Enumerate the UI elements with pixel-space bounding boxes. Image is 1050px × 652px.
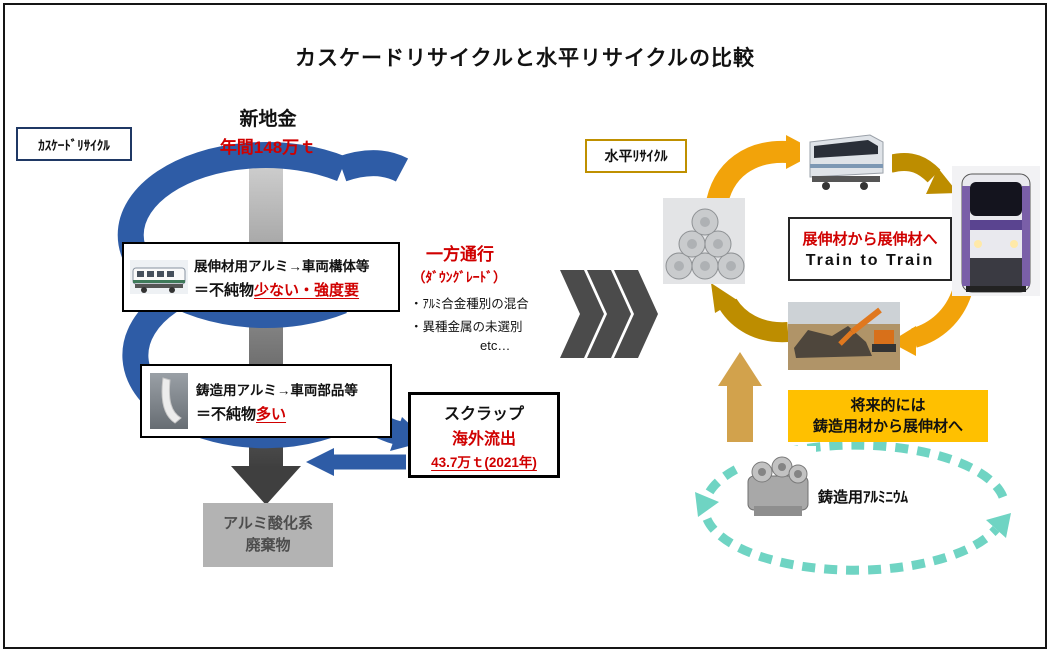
- aluminium-billets-image: [663, 198, 745, 289]
- new-ingot-amount: 年間148万ｔ: [219, 138, 317, 157]
- future-plan-line2: 鋳造用材から展伸材へ: [812, 418, 963, 435]
- new-ingot-block: 新地金 年間148万ｔ: [175, 104, 361, 158]
- train-to-train-box: 展伸材から展伸材へ Train to Train: [788, 217, 952, 281]
- scrap-amount: 43.7万ｔ(2021年): [431, 454, 537, 470]
- horizontal-recycle-label: 水平ﾘｻｲｸﾙ: [585, 139, 687, 173]
- train-to-train-line1: 展伸材から展伸材へ: [802, 231, 938, 248]
- one-way-etc: etc…: [480, 338, 511, 353]
- future-up-arrow: [718, 352, 762, 442]
- extrusion-part-icon: [150, 373, 188, 429]
- scrap-yard-image: [788, 302, 900, 375]
- train-to-train-line2: Train to Train: [805, 252, 935, 269]
- cast-box-line2-black: ＝不純物: [196, 405, 257, 423]
- one-way-bullet-1: ・ｱﾙﾐ合金種別の混合: [410, 297, 529, 311]
- cycle-arrow-scrap-to-billet: [711, 283, 789, 343]
- cascade-recycle-label-text: ｶｽｹｰﾄﾞﾘｻｲｸﾙ: [38, 137, 110, 153]
- scrap-export-box: スクラップ 海外流出 43.7万ｔ(2021年): [408, 392, 560, 478]
- cascade-recycle-label: ｶｽｹｰﾄﾞﾘｻｲｸﾙ: [16, 127, 132, 161]
- page-title: カスケードリサイクルと水平リサイクルの比較: [295, 47, 755, 70]
- horizontal-recycle-label-text: 水平ﾘｻｲｸﾙ: [604, 148, 668, 164]
- future-plan-box: 将来的には 鋳造用材から展伸材へ: [788, 390, 988, 442]
- one-way-note: 一方通行 （ﾀﾞｳﾝｸﾞﾚｰﾄﾞ） ・ｱﾙﾐ合金種別の混合 ・異種金属の未選別 …: [410, 240, 595, 353]
- wrought-aluminium-box: 展伸材用アルミ→車両構体等 ＝不純物少ない・強度要: [122, 242, 400, 312]
- cycle-arrow-train-to-train: [887, 152, 958, 194]
- wrought-box-line2-black: ＝不純物: [194, 281, 255, 299]
- train-top-image: [800, 120, 892, 199]
- cast-box-line1: 鋳造用アルミ→車両部品等: [196, 382, 358, 398]
- cycle-arrow-train-to-scrap: [890, 288, 972, 356]
- new-ingot-title: 新地金: [239, 109, 297, 130]
- cast-aluminium-box: 鋳造用アルミ→車両部品等 ＝不純物多い: [140, 364, 392, 438]
- cast-box-text: 鋳造用アルミ→車両部品等 ＝不純物多い: [196, 379, 358, 424]
- cast-box-line2-red: 多い: [256, 405, 287, 423]
- train-side-icon: [130, 260, 188, 294]
- train-front-image: [952, 166, 1040, 301]
- transition-chevrons-icon: [560, 270, 658, 358]
- scrap-title: スクラップ: [443, 405, 524, 423]
- wrought-box-text: 展伸材用アルミ→車両構体等 ＝不純物少ない・強度要: [194, 255, 369, 300]
- scrap-outflow: 海外流出: [451, 430, 516, 448]
- waste-line1: アルミ酸化系: [223, 515, 313, 533]
- waste-box: アルミ酸化系 廃棄物: [203, 503, 333, 567]
- cast-cycle-dashed-arrows: [695, 440, 1011, 575]
- one-way-bullet-2: ・異種金属の未選別: [410, 320, 523, 334]
- cast-part-image: [740, 446, 816, 529]
- cascade-down-arrow: [231, 162, 301, 505]
- wrought-box-line1: 展伸材用アルミ→車両構体等: [194, 258, 370, 274]
- one-way-title: 一方通行: [426, 245, 494, 264]
- future-plan-line1: 将来的には: [850, 397, 926, 414]
- wrought-box-line2-red: 少ない・強度要: [254, 281, 360, 299]
- waste-line2: 廃棄物: [245, 537, 291, 554]
- one-way-subtitle: （ﾀﾞｳﾝｸﾞﾚｰﾄﾞ）: [412, 270, 507, 285]
- cast-aluminium-label: 鋳造用ｱﾙﾐﾆｳﾑ: [818, 489, 909, 506]
